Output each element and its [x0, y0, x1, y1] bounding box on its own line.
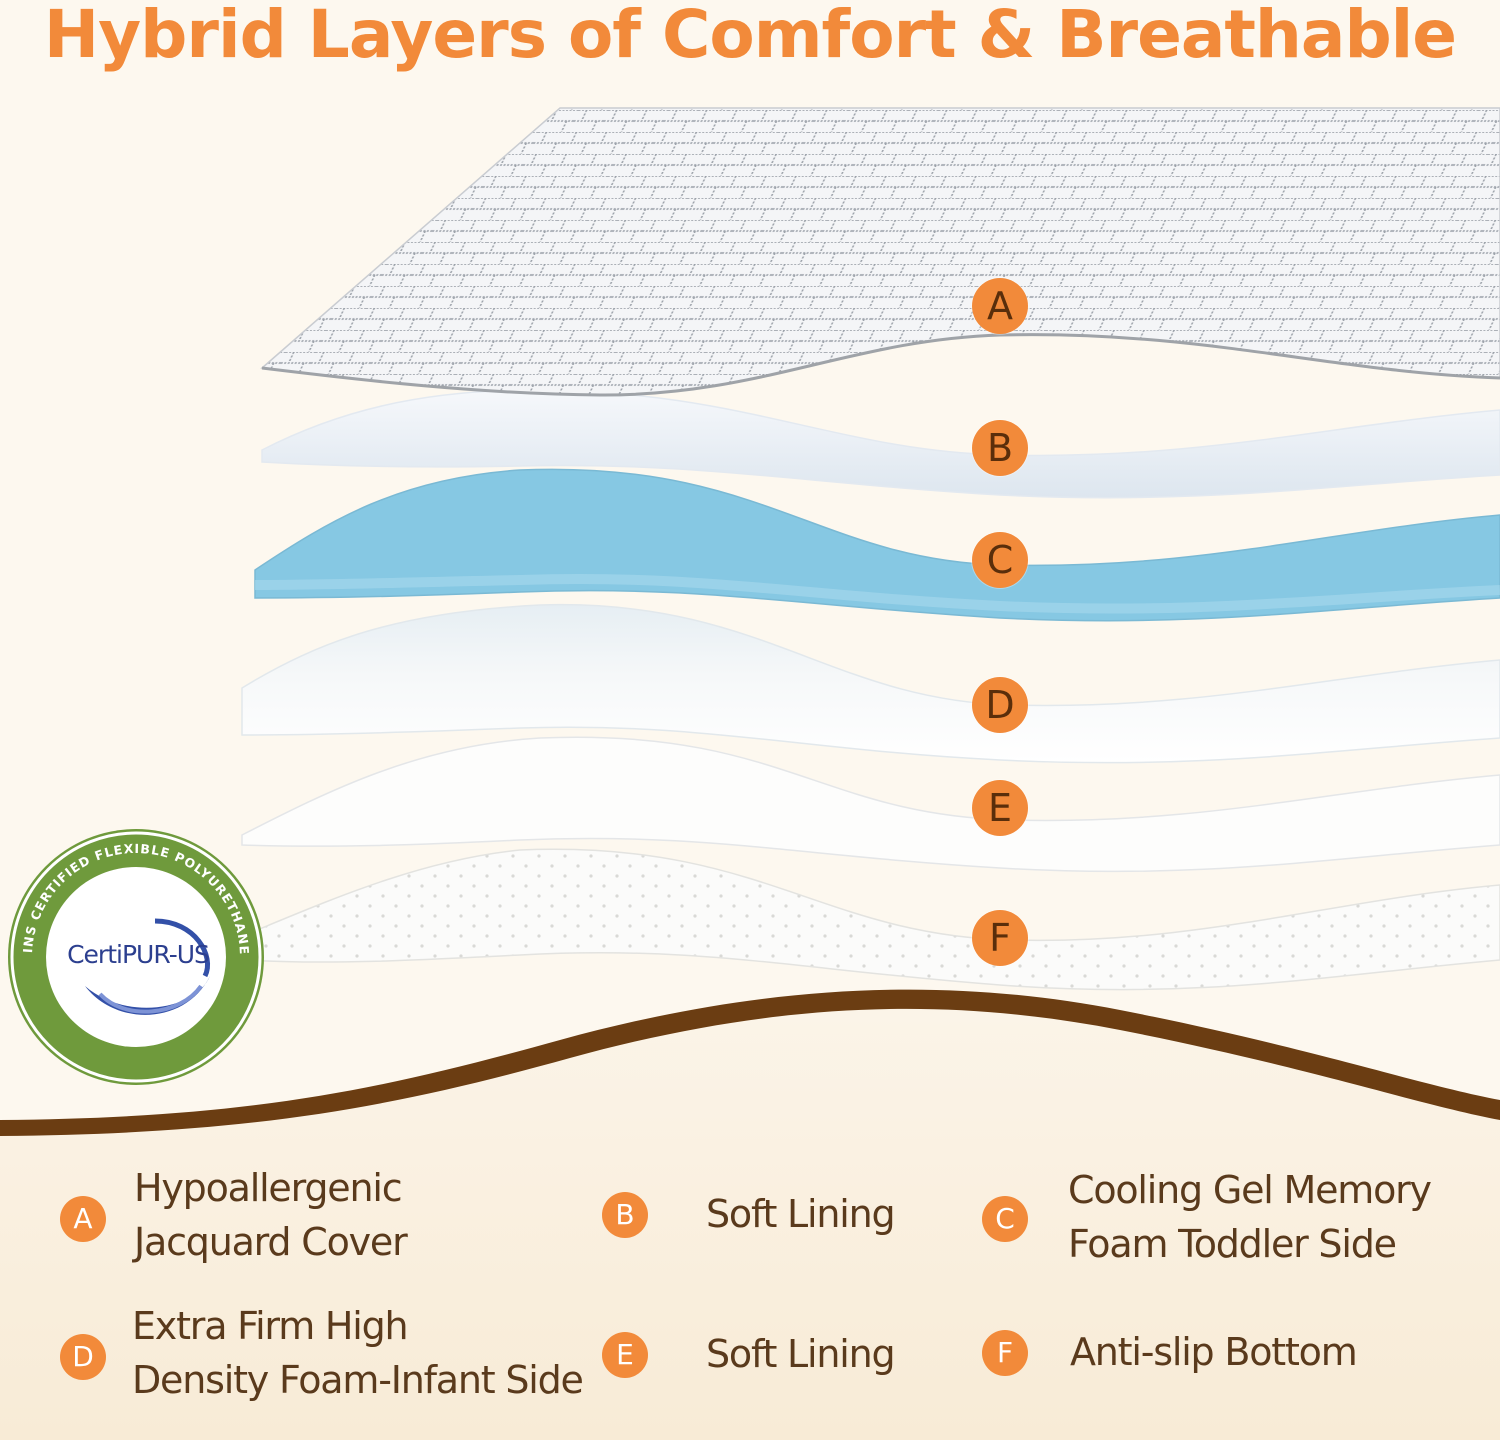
seal-brand-text: CertiPUR-US: [67, 940, 209, 969]
layer-badge-f: F: [972, 910, 1028, 966]
legend-label-line: Foam Toddler Side: [1068, 1222, 1397, 1266]
legend-badge: E: [602, 1332, 648, 1378]
legend-badge: F: [982, 1330, 1028, 1376]
layer-badge-b: B: [972, 420, 1028, 476]
page-title: Hybrid Layers of Comfort & Breathable: [43, 0, 1457, 73]
legend-badge: C: [982, 1196, 1028, 1242]
legend-label-line: Anti-slip Bottom: [1070, 1330, 1358, 1374]
legend-panel: [0, 1008, 1500, 1440]
layer-d-firm-foam: [241, 603, 1500, 764]
legend-label-line: Extra Firm High: [132, 1304, 409, 1348]
layer-badge-c: C: [972, 532, 1028, 588]
certipur-us-seal: CONTAINS CERTIFIED FLEXIBLE POLYURETHANE…: [5, 826, 264, 1085]
layer-badge-a: A: [972, 278, 1028, 334]
layer-badge-e: E: [972, 780, 1028, 836]
layer-f-anti-slip: [244, 848, 1500, 991]
layer-badge-d: D: [972, 677, 1028, 733]
layer-a-jacquard-cover: [260, 107, 1500, 396]
legend-label-line: Jacquard Cover: [134, 1220, 408, 1264]
legend-label-line: Hypoallergenic: [134, 1166, 403, 1210]
legend-label-line: Soft Lining: [706, 1332, 896, 1376]
legend-badge: B: [602, 1192, 648, 1238]
legend-label-line: Density Foam-Infant Side: [132, 1358, 584, 1402]
legend-label-line: Soft Lining: [706, 1192, 896, 1236]
legend-badge: D: [60, 1334, 106, 1380]
legend-badge: A: [60, 1196, 106, 1242]
legend-label-line: Cooling Gel Memory: [1068, 1168, 1432, 1212]
layer-e-soft-lining: [241, 736, 1500, 873]
